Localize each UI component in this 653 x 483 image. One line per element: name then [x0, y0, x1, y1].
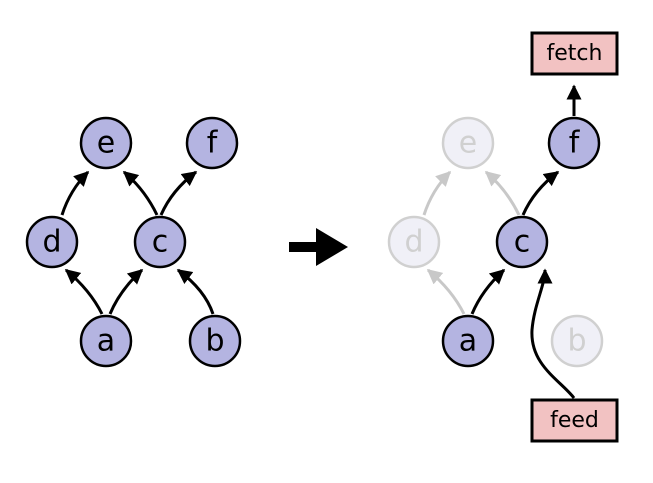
right-node-a-label: a [459, 324, 477, 359]
right-node-d-label: d [404, 225, 423, 260]
left-node-f: f [185, 116, 239, 170]
edge-left-b-c [176, 268, 215, 315]
edge-left-d-e [60, 170, 90, 216]
edge-left-c-f [159, 170, 198, 216]
left-node-d-label: d [42, 225, 61, 260]
edge-right-a-d [426, 268, 466, 315]
right-node-e: e [441, 116, 495, 170]
fetch-box: fetch [530, 31, 619, 76]
right-node-b: b [550, 314, 604, 368]
edge-left-c-e [122, 170, 159, 216]
left-node-f-label: f [207, 126, 219, 161]
right-node-f: f [547, 116, 601, 170]
right-graph-active-edges [470, 84, 582, 399]
left-node-e: e [79, 116, 133, 170]
edge-right-c-e [484, 170, 521, 216]
edge-right-c-f [521, 170, 560, 216]
edge-left-a-c [108, 268, 144, 315]
right-node-c: c [495, 215, 549, 269]
left-node-c: c [133, 215, 187, 269]
right-node-c-label: c [514, 225, 531, 260]
right-graph-faded-edges [422, 170, 521, 315]
right-node-a: a [441, 314, 495, 368]
right-node-e-label: e [459, 126, 477, 161]
right-node-f-label: f [569, 126, 581, 161]
right-node-b-label: b [567, 324, 586, 359]
left-node-b-label: b [205, 324, 224, 359]
edge-right-a-c [470, 268, 506, 315]
left-graph-edges [60, 170, 215, 315]
right-node-d: d [387, 215, 441, 269]
edge-left-a-d [64, 268, 104, 315]
edge-right-feed-c [530, 268, 576, 399]
feed-box: feed [530, 398, 619, 443]
left-node-d: d [25, 215, 79, 269]
left-node-e-label: e [97, 126, 115, 161]
left-graph-nodes: e f d c a b [25, 116, 242, 368]
left-node-c-label: c [152, 225, 169, 260]
edge-right-d-e [422, 170, 452, 216]
left-node-a-label: a [97, 324, 115, 359]
right-graph-nodes: e f d c a b [387, 116, 604, 368]
fetch-label: fetch [547, 41, 603, 66]
left-node-a: a [79, 314, 133, 368]
feed-label: feed [550, 408, 599, 433]
left-node-b: b [188, 314, 242, 368]
right-arrow-icon [289, 228, 348, 266]
